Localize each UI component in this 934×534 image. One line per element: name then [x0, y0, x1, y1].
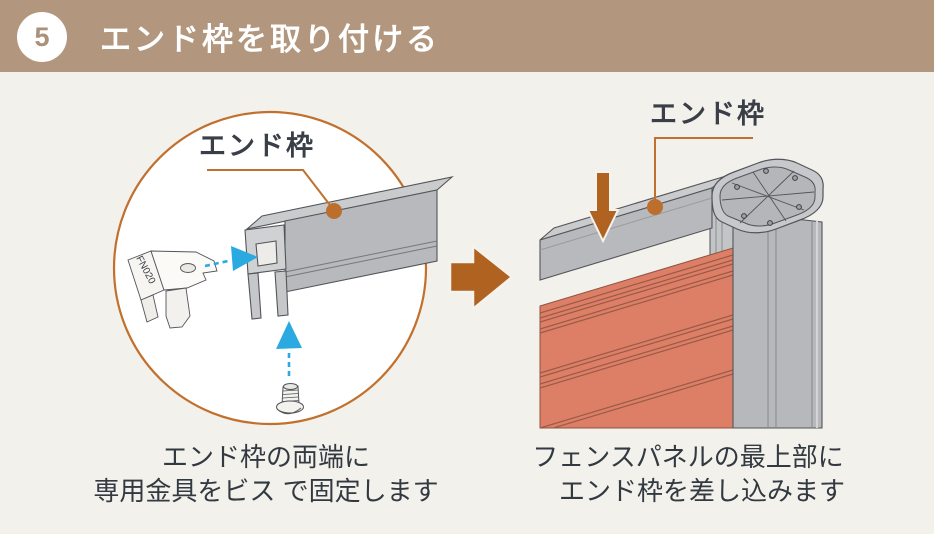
post-cap-ribs — [721, 170, 815, 224]
fence-post — [711, 158, 824, 429]
left-caption-line2: 専用金具をビス で固定します — [93, 476, 439, 506]
bar-end-leg-left — [247, 272, 262, 320]
right-figure-caption: フェンスパネルの最上部に エンド枠を差し込みます — [478, 440, 898, 508]
post-front-face — [732, 211, 823, 429]
leader-line-left — [207, 169, 342, 219]
screw — [276, 383, 304, 415]
bar-end-hole — [255, 240, 278, 267]
left-caption-line1: エンド枠の両端に — [161, 442, 370, 472]
fence-panel — [539, 247, 734, 429]
step-header: 5 エンド枠を取り付ける — [0, 0, 934, 72]
leader-line-right — [647, 137, 753, 215]
bracket-screw-hole — [180, 263, 196, 273]
left-figure-label: エンド枠 — [199, 131, 315, 161]
screw-head — [276, 400, 304, 414]
screw-direction-arrow-icon — [276, 321, 302, 379]
insert-direction-arrow-icon — [586, 171, 620, 244]
right-caption-line1: フェンスパネルの最上部に — [532, 442, 844, 472]
post-cap-bosses — [734, 168, 802, 226]
left-figure-caption: エンド枠の両端に 専用金具をビス で固定します — [56, 440, 476, 508]
step-title: エンド枠を取り付ける — [100, 21, 440, 57]
right-figure-label: エンド枠 — [650, 99, 766, 129]
callout-dot-right — [647, 199, 663, 215]
callout-dot-left — [326, 203, 342, 219]
flow-arrow-icon — [448, 243, 514, 312]
bar-end-leg-right — [274, 270, 289, 317]
right-caption-line2: エンド枠を差し込みます — [558, 476, 845, 506]
step-number: 5 — [34, 21, 50, 52]
mounting-bracket: FN020 — [127, 250, 218, 329]
end-frame-bar — [244, 176, 454, 320]
step-number-badge: 5 — [17, 12, 67, 62]
attach-direction-arrow-icon — [204, 246, 258, 271]
